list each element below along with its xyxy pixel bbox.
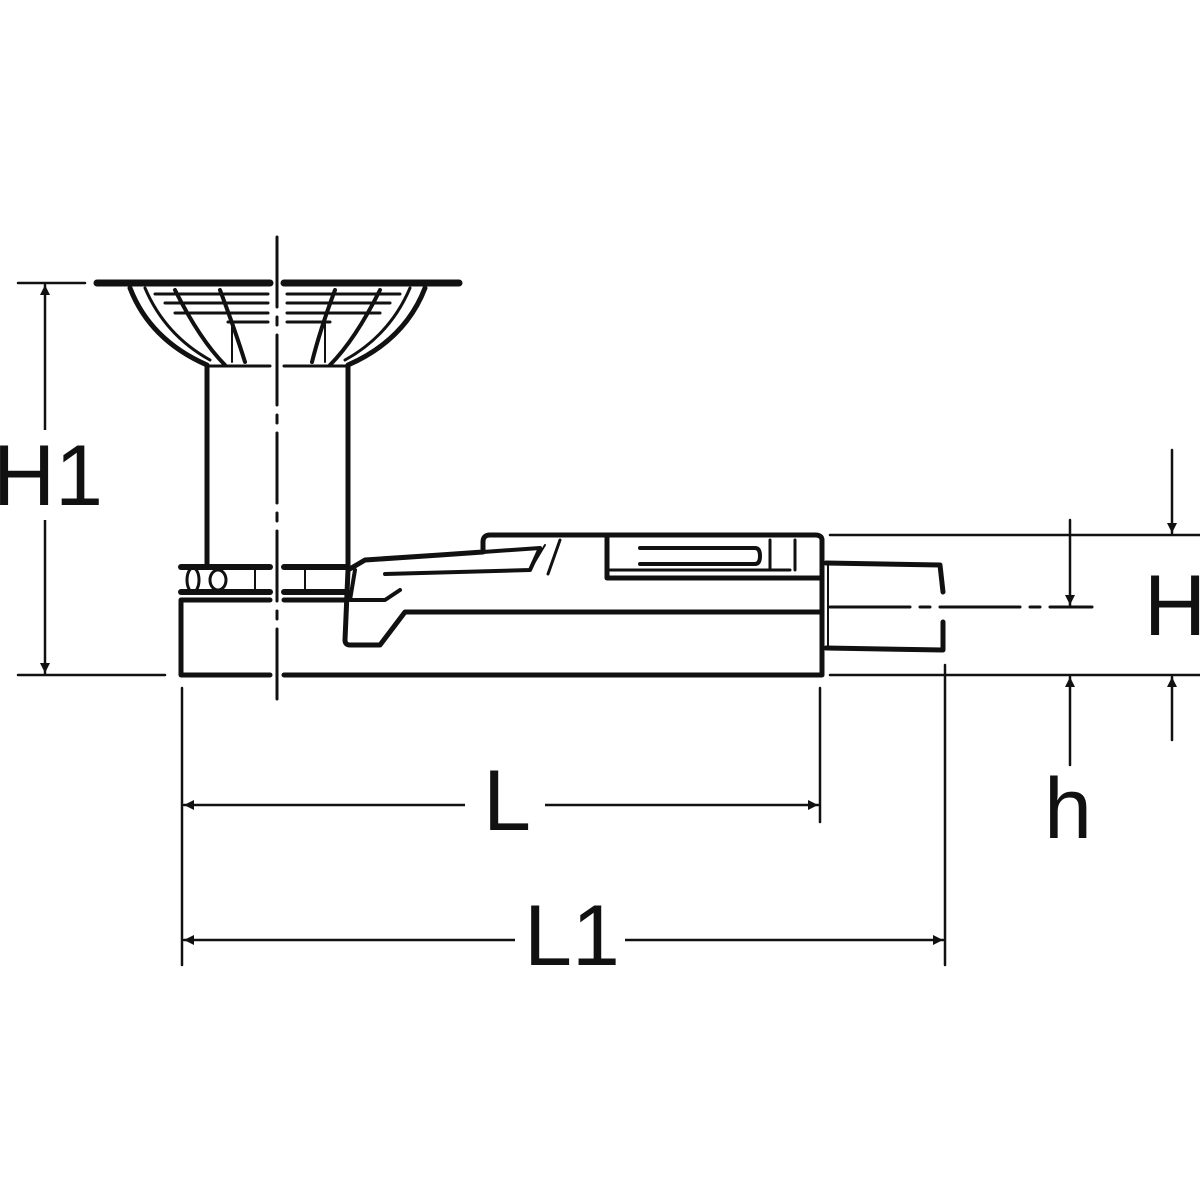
extension-lines (16, 281, 1200, 967)
label-mask-L (465, 760, 545, 850)
drain-housing (178, 532, 825, 678)
label-L: L (483, 753, 531, 849)
label-H1: H1 (0, 428, 103, 524)
drain-grate-body (93, 279, 463, 368)
label-mask-L1 (515, 895, 625, 985)
label-H: H (1144, 558, 1200, 654)
outlet-spigot (823, 560, 946, 653)
centerlines (275, 235, 1094, 707)
label-h: h (1044, 761, 1092, 857)
riser-pipe (204, 363, 351, 568)
sealing-ring (178, 564, 351, 595)
label-mask-H1 (0, 430, 95, 520)
label-L1: L1 (524, 888, 620, 984)
